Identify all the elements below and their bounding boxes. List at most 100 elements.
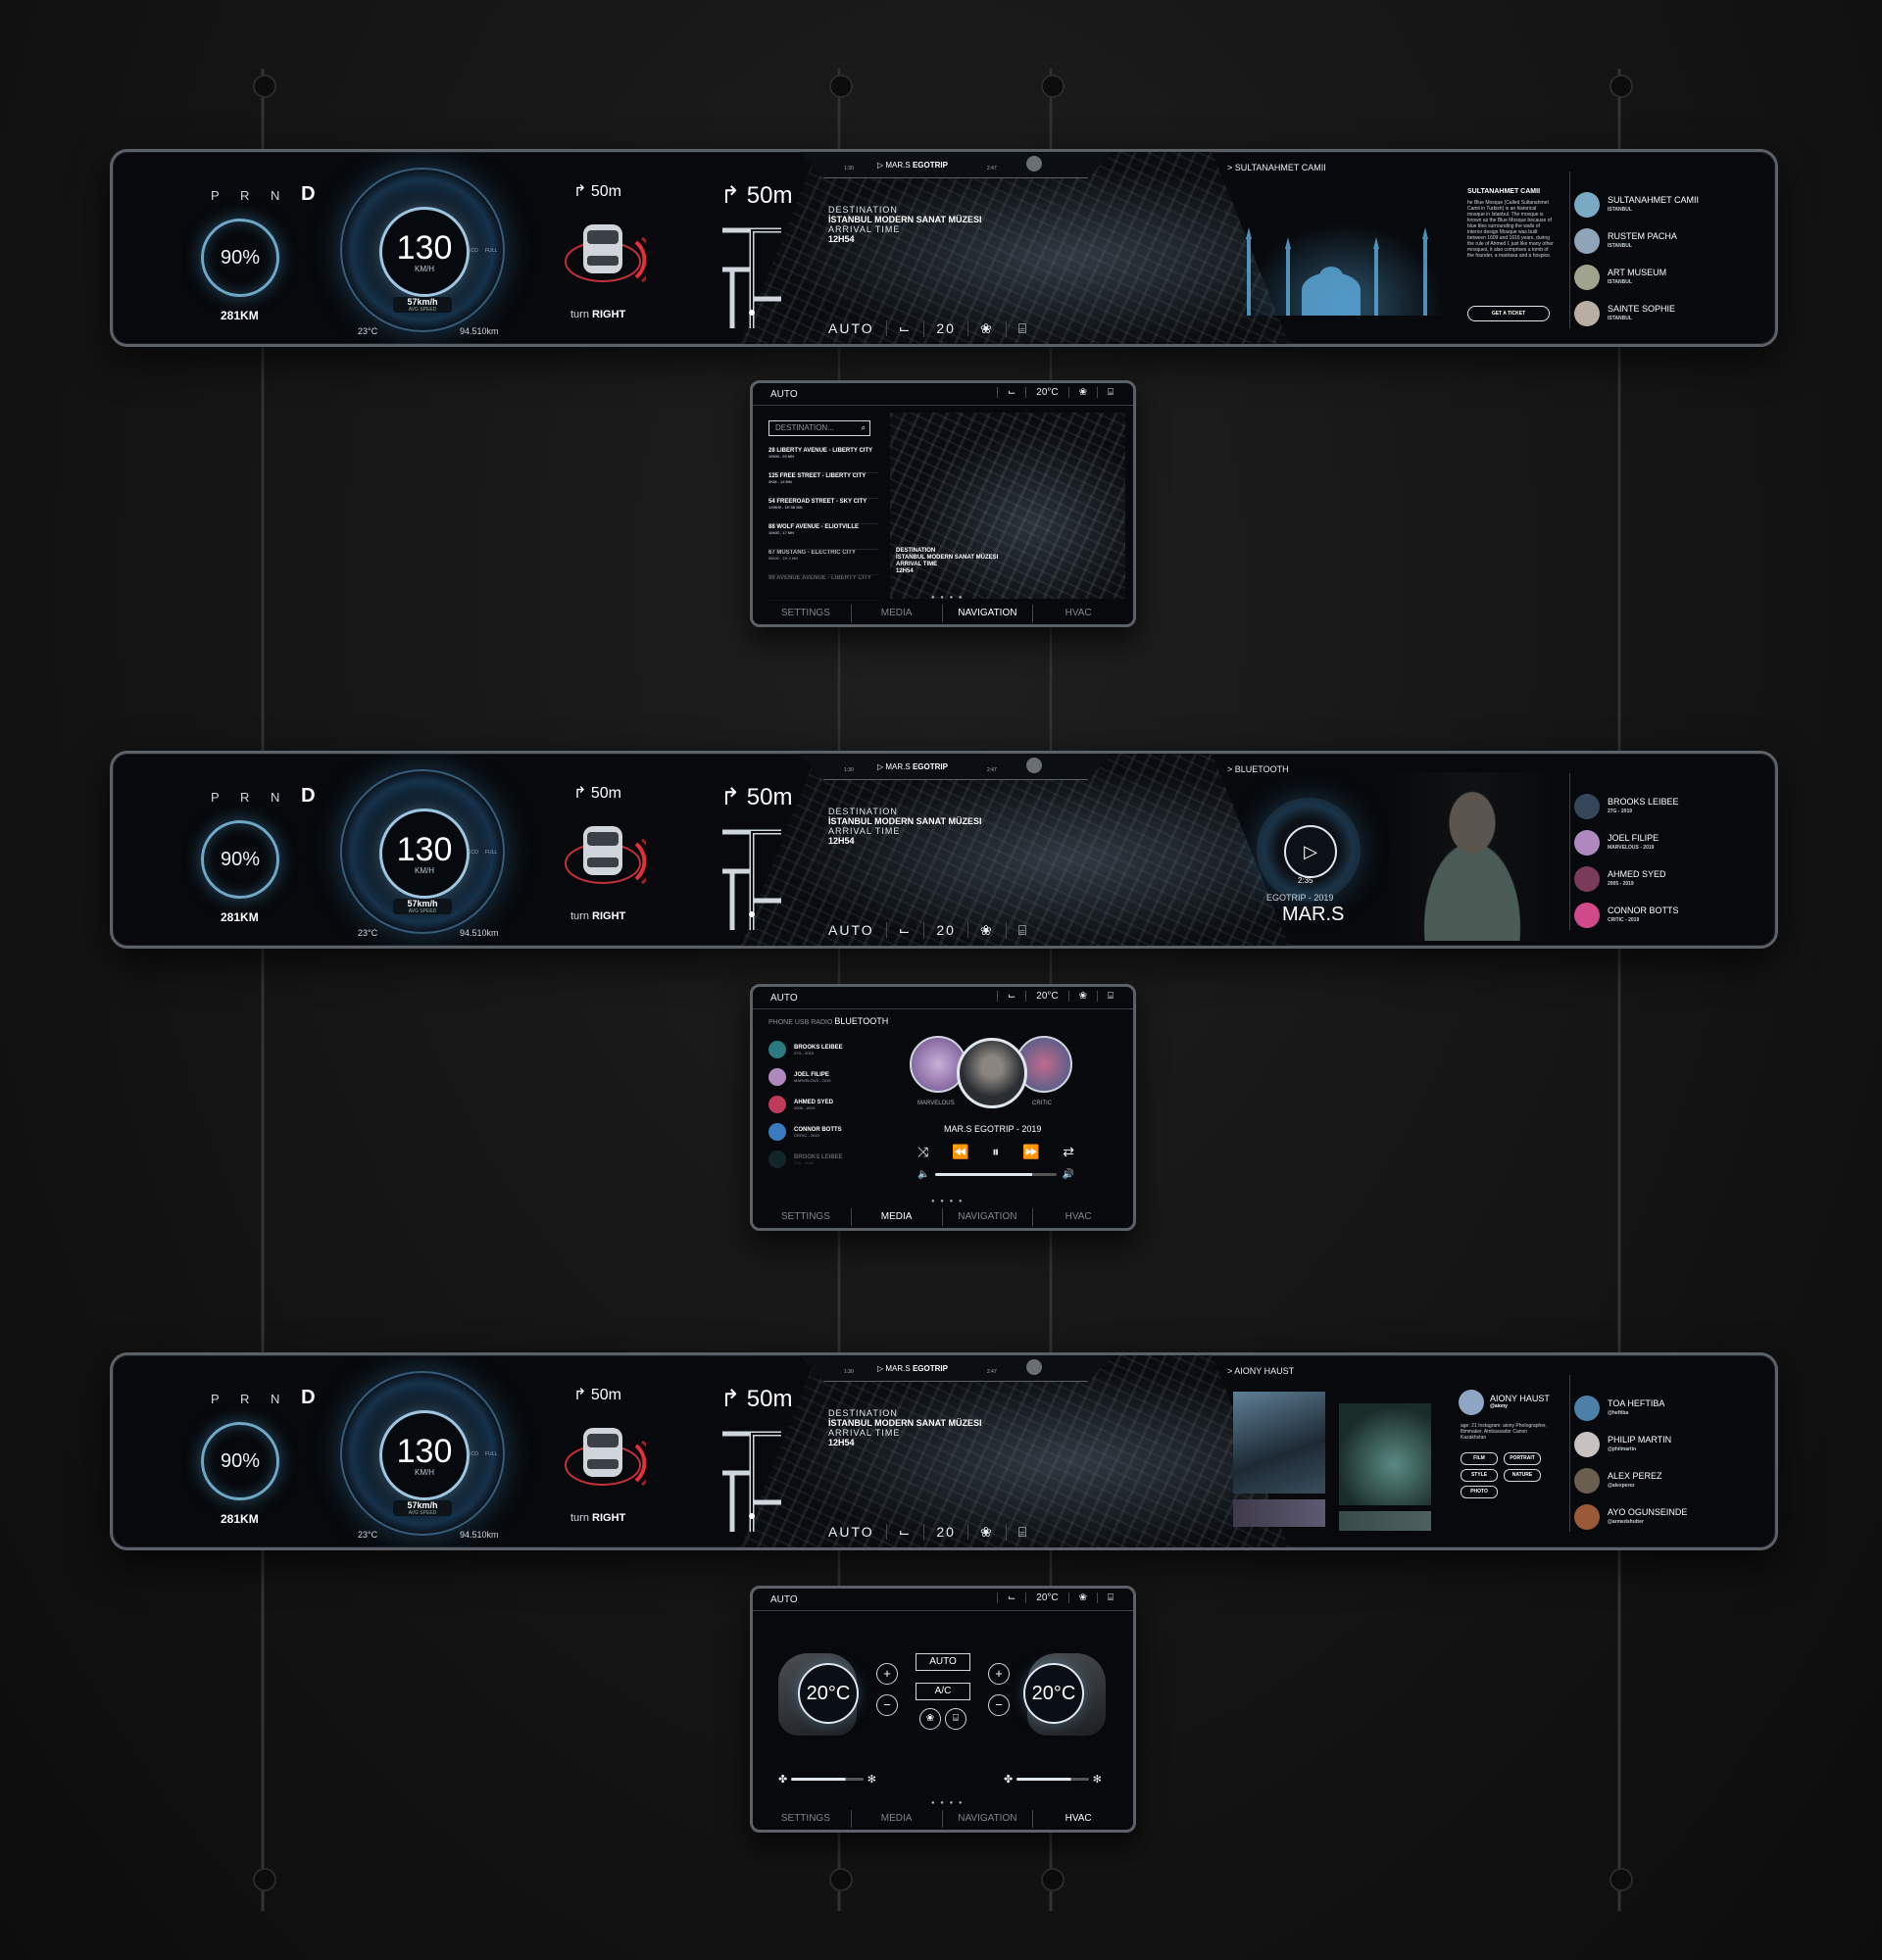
tag-chip[interactable]: FILM: [1461, 1452, 1498, 1465]
hvac-auto-button[interactable]: AUTO: [770, 389, 798, 400]
left-temp-minus-button[interactable]: −: [876, 1694, 898, 1716]
defrost-icon[interactable]: ⌸: [1017, 1523, 1029, 1540]
left-temp-dial[interactable]: 20°C: [798, 1663, 859, 1724]
seat-icon[interactable]: ⌙: [996, 1592, 1025, 1603]
tab-settings[interactable]: SETTINGS: [761, 605, 852, 622]
ac-button[interactable]: A/C: [916, 1683, 970, 1700]
source-usb[interactable]: USB: [794, 1019, 810, 1026]
fan-icon[interactable]: ❀: [968, 921, 1007, 939]
list-item[interactable]: TOA HEFTIBA@heftiba: [1574, 1390, 1760, 1426]
seat-icon[interactable]: ⌙: [996, 387, 1025, 398]
right-fan-slider[interactable]: ✤✻: [1004, 1773, 1102, 1786]
defrost-mode-icon[interactable]: ⌸: [945, 1708, 966, 1730]
fan-icon[interactable]: ❀: [968, 319, 1007, 337]
tab-media[interactable]: MEDIA: [852, 605, 943, 622]
tab-hvac[interactable]: HVAC: [1065, 608, 1092, 618]
seat-icon[interactable]: ⌙: [996, 991, 1025, 1002]
tab-settings[interactable]: SETTINGS: [761, 1810, 852, 1828]
now-playing-strip[interactable]: [799, 152, 1113, 178]
seat-icon[interactable]: ⌙: [887, 1523, 925, 1541]
gallery-photo[interactable]: [1339, 1511, 1431, 1531]
pause-icon[interactable]: ⏸: [992, 1144, 1000, 1159]
forward-icon[interactable]: ⏩: [1022, 1144, 1040, 1159]
play-button[interactable]: ▷: [1284, 825, 1337, 878]
temp-readout[interactable]: 20°C: [1025, 387, 1067, 398]
breadcrumb[interactable]: > SULTANAHMET CAMII: [1227, 163, 1326, 172]
breadcrumb[interactable]: > BLUETOOTH: [1227, 764, 1289, 774]
left-temp-plus-button[interactable]: +: [876, 1663, 898, 1685]
tab-navigation[interactable]: NAVIGATION: [943, 605, 1034, 622]
hvac-auto-button[interactable]: AUTO: [817, 1524, 887, 1540]
tab-hvac[interactable]: HVAC: [1065, 1813, 1092, 1824]
source-bluetooth[interactable]: BLUETOOTH: [834, 1016, 889, 1026]
tag-chip[interactable]: PHOTO: [1461, 1486, 1498, 1498]
fan-icon[interactable]: ❀: [1067, 991, 1097, 1002]
source-radio[interactable]: RADIO: [811, 1019, 833, 1026]
now-playing-strip[interactable]: [799, 1355, 1113, 1382]
defrost-icon[interactable]: ⌸: [1017, 319, 1029, 336]
right-temp-minus-button[interactable]: −: [988, 1694, 1010, 1716]
list-item[interactable]: PHILIP MARTIN@philmartin: [1574, 1426, 1760, 1462]
left-fan-slider[interactable]: ✤✻: [778, 1773, 876, 1786]
tab-navigation[interactable]: NAVIGATION: [943, 1208, 1034, 1226]
fan-track[interactable]: [791, 1778, 864, 1781]
hvac-temp[interactable]: 20: [924, 1524, 968, 1540]
destination-search[interactable]: DESTINATION...⌕: [768, 420, 870, 436]
rewind-icon[interactable]: ⏪: [952, 1144, 969, 1159]
defrost-icon[interactable]: ⌸: [1097, 387, 1123, 398]
fan-mode-icon[interactable]: ❀: [919, 1708, 941, 1730]
tab-navigation[interactable]: NAVIGATION: [943, 1810, 1034, 1828]
tag-chip[interactable]: NATURE: [1504, 1469, 1541, 1482]
now-playing-strip[interactable]: [799, 754, 1113, 780]
volume-track[interactable]: [935, 1173, 1057, 1176]
tag-chip[interactable]: STYLE: [1461, 1469, 1498, 1482]
temp-readout[interactable]: 20°C: [1025, 1592, 1067, 1603]
volume-slider[interactable]: 🔈 🔊: [917, 1169, 1074, 1180]
hvac-auto-button[interactable]: AUTO: [817, 922, 887, 938]
defrost-icon[interactable]: ⌸: [1017, 921, 1029, 938]
fan-icon[interactable]: ❀: [1067, 1592, 1097, 1603]
list-item[interactable]: ALEX PEREZ@alexperez: [1574, 1462, 1760, 1498]
breadcrumb[interactable]: > AIONY HAUST: [1227, 1366, 1295, 1376]
gallery-photo[interactable]: [1339, 1403, 1431, 1505]
right-temp-plus-button[interactable]: +: [988, 1663, 1010, 1685]
nav-map-3d[interactable]: [740, 1355, 1289, 1547]
hvac-auto-button[interactable]: AUTO: [770, 993, 798, 1004]
list-item[interactable]: 99 AVENUE AVENUE - LIBERTY CITY: [768, 575, 878, 601]
tag-chip[interactable]: PORTRAIT: [1504, 1452, 1541, 1465]
get-ticket-button[interactable]: GET A TICKET: [1467, 306, 1550, 321]
nav-map-3d[interactable]: [740, 152, 1289, 344]
defrost-icon[interactable]: ⌸: [1097, 991, 1123, 1002]
auto-mode-button[interactable]: AUTO: [916, 1653, 970, 1671]
source-phone[interactable]: PHONE: [768, 1019, 793, 1026]
seat-icon[interactable]: ⌙: [887, 921, 925, 939]
fan-track[interactable]: [1016, 1778, 1089, 1781]
right-temp-dial[interactable]: 20°C: [1023, 1663, 1084, 1724]
fan-icon[interactable]: ❀: [1067, 387, 1097, 398]
seat-icon[interactable]: ⌙: [887, 319, 925, 337]
hvac-temp[interactable]: 20: [924, 922, 968, 938]
hvac-auto-button[interactable]: AUTO: [817, 320, 887, 336]
defrost-icon[interactable]: ⌸: [1097, 1592, 1123, 1603]
gallery-photo[interactable]: [1233, 1392, 1325, 1494]
nav-map-3d[interactable]: [890, 413, 1125, 599]
tab-hvac[interactable]: HVAC: [1065, 1211, 1092, 1222]
tab-settings[interactable]: SETTINGS: [761, 1208, 852, 1226]
tab-media[interactable]: MEDIA: [852, 1208, 943, 1226]
